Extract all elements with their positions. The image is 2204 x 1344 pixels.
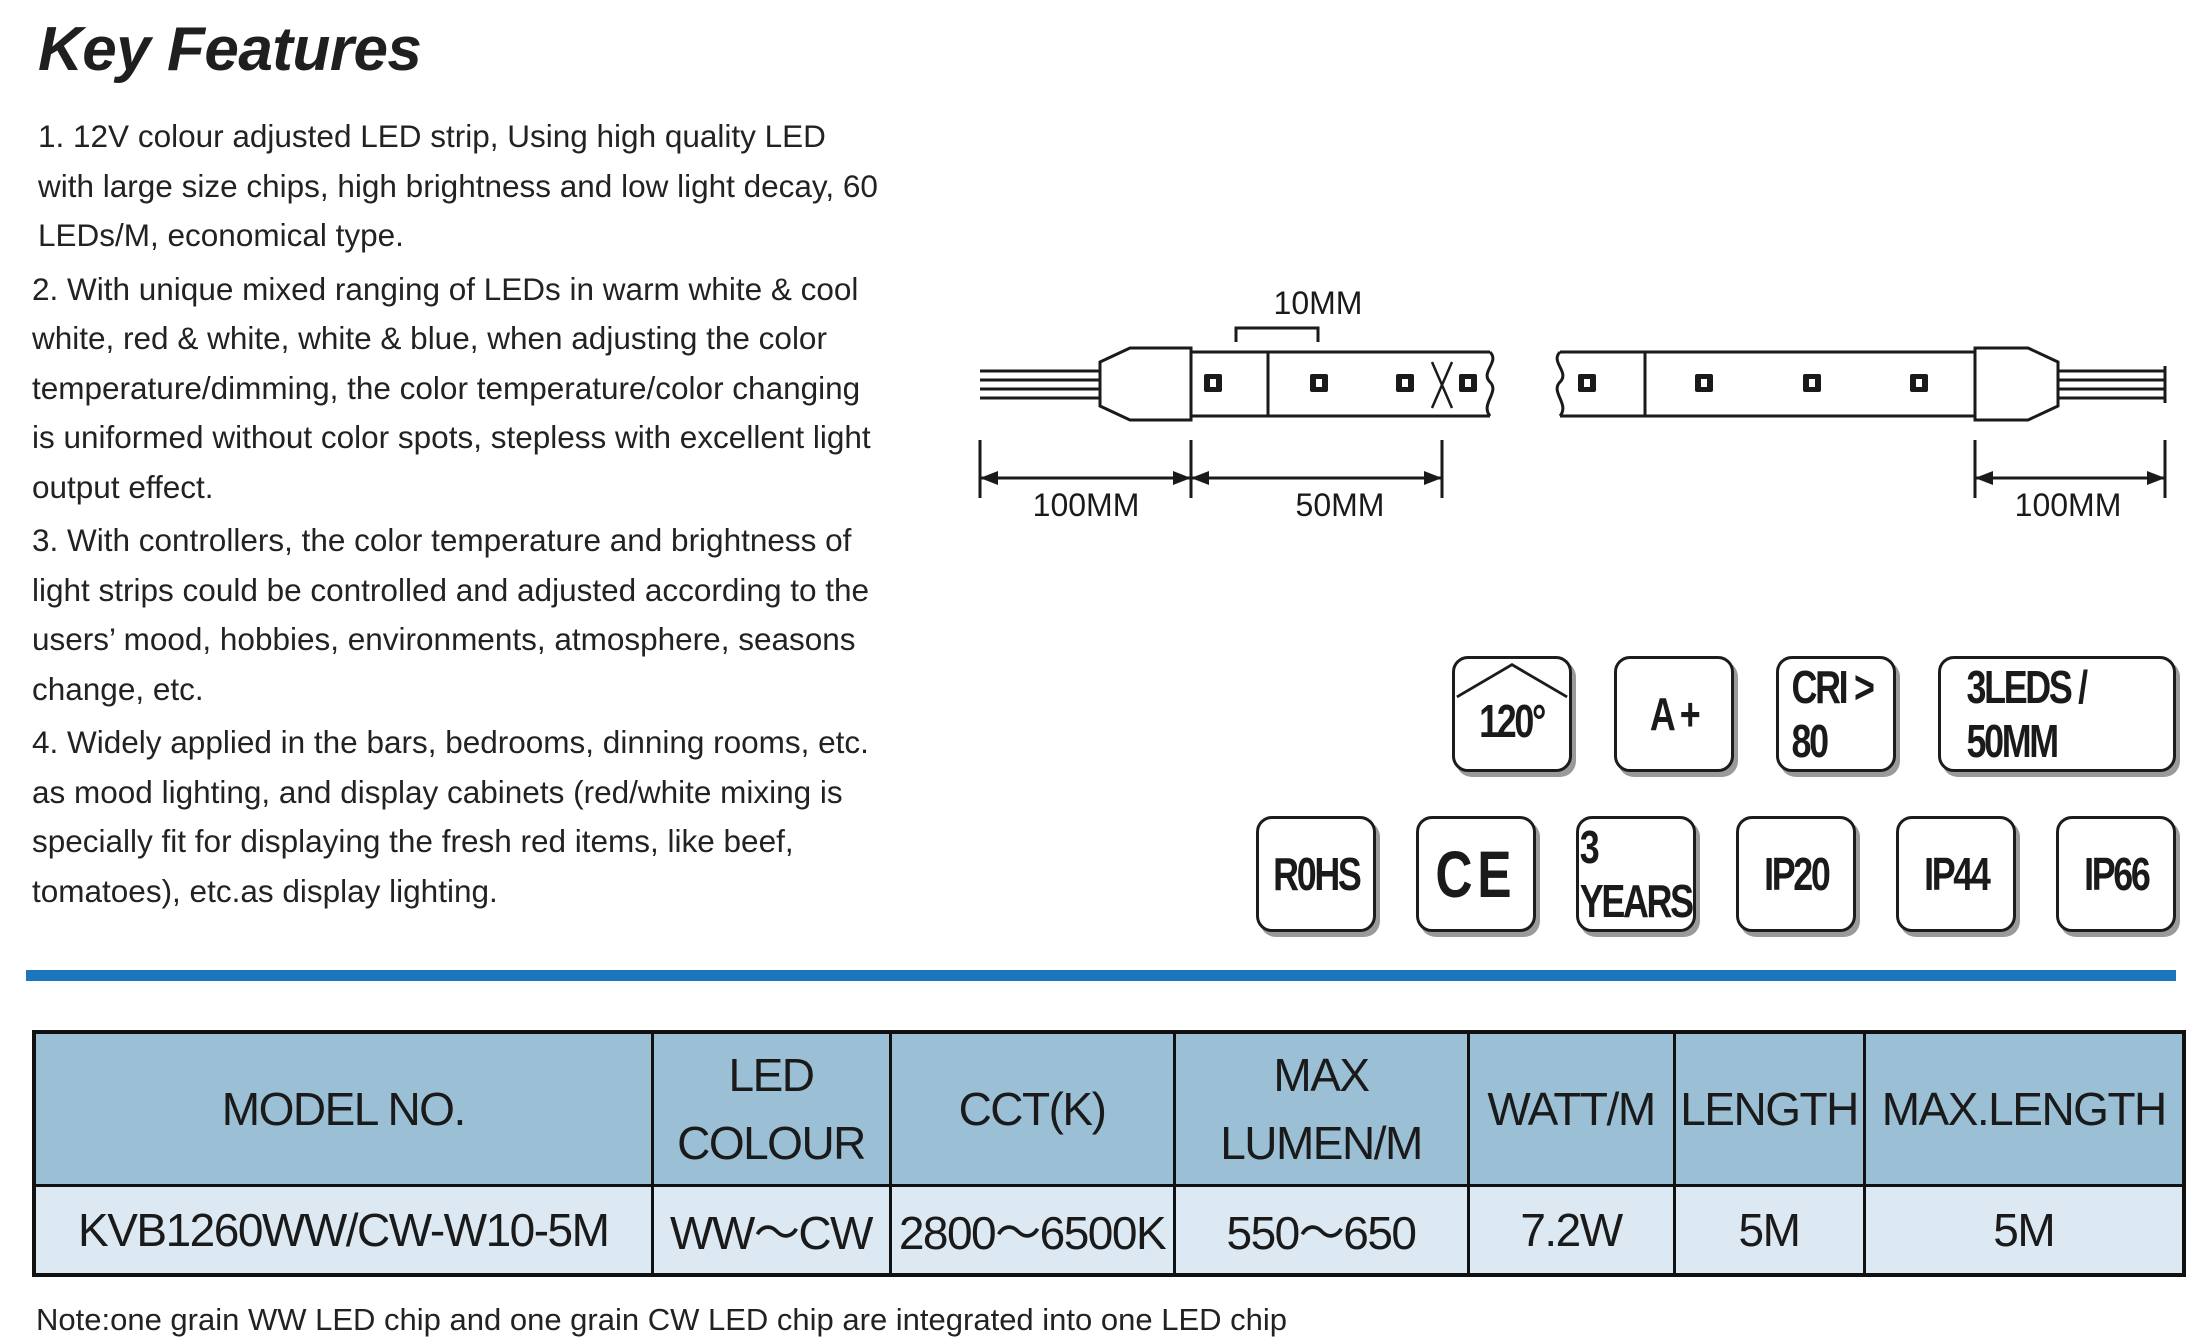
right-wire-leads	[2058, 369, 2165, 400]
page-title: Key Features	[38, 15, 422, 84]
rohs-badge: R0HS	[1256, 816, 1376, 932]
ip20-badge: IP20	[1736, 816, 1856, 932]
pitch-bracket	[1234, 326, 1320, 342]
header-max-length: MAX.LENGTH	[1862, 1030, 2186, 1187]
header-cct: CCT(K)	[888, 1030, 1176, 1187]
left-connector	[1098, 346, 1193, 422]
section-divider	[26, 970, 2176, 981]
cell-model-no: KVB1260WW/CW-W10-5M	[32, 1184, 654, 1277]
warranty-badge: 3 YEARS	[1576, 816, 1696, 932]
lead-left-label: 100MM	[1033, 487, 1140, 523]
cell-cct: 2800～6500K	[888, 1184, 1176, 1277]
rohs-label: R0HS	[1272, 848, 1362, 900]
strip-edge-left	[1191, 350, 1490, 418]
strip-drawing: 10MM 100MM 50MM 100MM	[978, 285, 2167, 523]
strip-edge-right	[1560, 350, 1975, 418]
efficiency-badge: A +	[1614, 656, 1734, 772]
cri-label: CRI > 80	[1791, 661, 1875, 767]
beam-angle-label: 120°	[1479, 695, 1547, 747]
efficiency-label: A +	[1649, 688, 1701, 740]
ip44-badge: IP44	[1896, 816, 2016, 932]
footnote: Note:one grain WW LED chip and one grain…	[36, 1302, 1288, 1337]
led-density-label: 3LEDS / 50MM	[1966, 661, 2089, 767]
right-connector	[1973, 346, 2060, 422]
led-density-badge: 3LEDS / 50MM	[1938, 656, 2176, 772]
cell-length: 5M	[1672, 1184, 1866, 1277]
cell-watt: 7.2W	[1466, 1184, 1676, 1277]
cri-badge: CRI > 80	[1776, 656, 1896, 772]
feature-list: 1. 12V colour adjusted LED strip, Using …	[32, 112, 882, 920]
feature-item: 3. With controllers, the color temperatu…	[32, 522, 870, 707]
header-length: LENGTH	[1672, 1030, 1866, 1187]
lead-right-label: 100MM	[2015, 487, 2122, 523]
led-strip-dimension-diagram: 10MM 100MM 50MM 100MM	[960, 270, 2180, 540]
cell-max-lumen: 550～650	[1172, 1184, 1470, 1277]
cut-length-label: 50MM	[1296, 487, 1385, 523]
ce-badge: CE	[1416, 816, 1536, 932]
header-led-colour: LED COLOUR	[650, 1030, 892, 1187]
pitch-label: 10MM	[1274, 285, 1363, 321]
cell-max-length: 5M	[1862, 1184, 2186, 1277]
cut-mark-icon	[1430, 361, 1454, 409]
cell-led-colour: WW～CW	[650, 1184, 892, 1277]
feature-item: 1. 12V colour adjusted LED strip, Using …	[38, 118, 878, 253]
ip20-label: IP20	[1763, 848, 1831, 900]
table-header-row: MODEL NO. LED COLOUR CCT(K) MAX LUMEN/M …	[32, 1030, 2186, 1187]
beam-angle-icon	[1456, 663, 1568, 699]
header-max-lumen: MAX LUMEN/M	[1172, 1030, 1470, 1187]
header-watt: WATT/M	[1466, 1030, 1676, 1187]
header-model-no: MODEL NO.	[32, 1030, 654, 1187]
feature-item: 4. Widely applied in the bars, bedrooms,…	[32, 724, 869, 909]
warranty-label: 3 YEARS	[1580, 821, 1694, 927]
led-chips	[1204, 374, 1928, 392]
spec-table: MODEL NO. LED COLOUR CCT(K) MAX LUMEN/M …	[32, 1030, 2186, 1277]
left-wire-leads	[980, 369, 1100, 400]
beam-angle-badge: 120°	[1452, 656, 1572, 772]
feature-item: 2. With unique mixed ranging of LEDs in …	[32, 270, 871, 505]
ip66-label: IP66	[2083, 848, 2151, 900]
table-row: KVB1260WW/CW-W10-5M WW～CW 2800～6500K 550…	[32, 1184, 2186, 1277]
ip44-label: IP44	[1923, 848, 1991, 900]
ce-mark-icon: CE	[1435, 837, 1517, 911]
ip66-badge: IP66	[2056, 816, 2176, 932]
